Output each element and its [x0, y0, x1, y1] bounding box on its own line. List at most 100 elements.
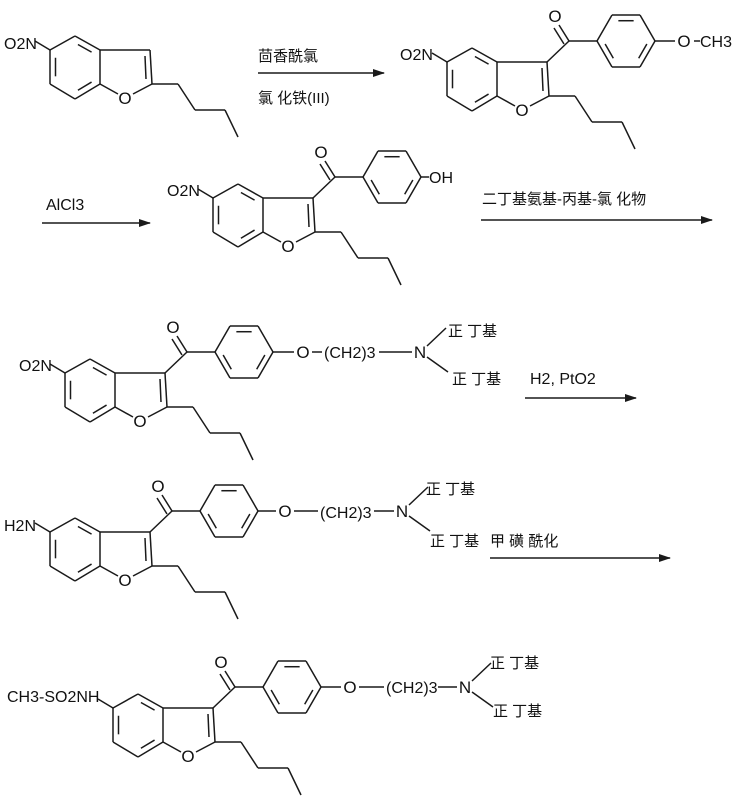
mol3-benzene-bond: [212, 231, 239, 248]
mol3-furan-bond: [295, 231, 316, 243]
mol2-benzene-bond: [446, 95, 473, 112]
mol6-benzene-bond: [112, 741, 139, 758]
mol5-carbonyl-double-bond: [161, 494, 173, 512]
mol5-amine-bond-lower: [408, 515, 431, 532]
mol2-phenyl-bond: [639, 14, 656, 42]
mol5-furan-bond: [149, 531, 153, 567]
mol4-benzene-bond: [89, 406, 116, 423]
mol5-benzene-bond: [74, 517, 101, 533]
mol6-phenyl-bond: [262, 660, 279, 688]
mol3-butyl-bond: [387, 257, 402, 286]
mol5-carbonyl-bond: [149, 510, 173, 533]
mol6-furan-bond: [195, 741, 216, 753]
mol6-butyl-lower: 正 丁基: [493, 703, 542, 720]
mol6-carbonyl-oxygen: O: [214, 653, 227, 672]
mol6-ether-oxygen: O: [343, 678, 356, 697]
mol2-benzene-double-bond: [474, 55, 489, 65]
mol6-butyl-upper: 正 丁基: [490, 655, 539, 672]
mol4-phenyl-double-bond: [222, 354, 232, 370]
mol3-carbonyl-double-bond: [319, 163, 331, 181]
mol4-butyl-bond: [192, 406, 211, 434]
mol5-butyl-bond: [177, 565, 196, 593]
mol2-phenyl-bond: [596, 14, 613, 42]
mol5-amine-nitrogen: N: [396, 502, 408, 521]
mol6-amine-nitrogen: N: [459, 678, 471, 697]
step3-reagent-above: 二丁基氨基-丙基-氯 化物: [482, 191, 646, 208]
mol4-butyl-lower: 正 丁基: [452, 371, 501, 388]
mol2-butyl-bond: [621, 121, 636, 150]
step5-reagent-above: 甲 磺 酰化: [490, 533, 558, 550]
mol3-furan-oxygen: O: [281, 237, 294, 256]
mol3-furan-bond: [262, 231, 282, 243]
mol3-benzene-double-bond: [240, 191, 255, 201]
mol5-phenyl-double-bond: [241, 513, 251, 529]
mol3-phenyl-bond: [362, 176, 379, 204]
mol3-phenyl-bond: [405, 150, 422, 178]
mol4-furan-double-bond: [159, 378, 162, 403]
mol4-benzene-bond: [64, 358, 91, 374]
mol3-phenyl-double-bond: [370, 179, 380, 195]
mol2-substituent-bond: [431, 52, 448, 63]
mol5-amine-bond-upper: [408, 486, 429, 506]
mol5-phenyl-bond: [199, 510, 216, 538]
mol6-benzene-bond: [137, 693, 164, 709]
mol6-phenyl-double-bond: [304, 689, 314, 705]
mol3-carbonyl-oxygen: O: [314, 143, 327, 162]
mol4-carbonyl-double-bond: [176, 335, 188, 353]
mol4-amine-bond-upper: [426, 327, 447, 347]
mol4-carbonyl-bond: [164, 351, 188, 374]
mol5-furan-oxygen: O: [118, 571, 131, 590]
mol4-furan-bond: [147, 406, 168, 418]
mol4-ether-oxygen: O: [296, 343, 309, 362]
mol5-amino-label: H2N: [4, 518, 36, 535]
mol1-benzene-double-bond: [77, 43, 92, 53]
mol6-benzene-double-bond: [140, 701, 155, 711]
mol5-butyl-bond: [224, 591, 239, 620]
mol4-benzene-bond: [89, 358, 116, 374]
mol6-furan-bond: [212, 707, 216, 743]
mol6-amine-bond-upper: [471, 662, 492, 682]
mol4-benzene-double-bond: [92, 404, 107, 414]
mol2-ether-oxygen: O: [677, 32, 690, 51]
mol2-carbonyl-bond: [546, 40, 570, 63]
mol5-carbonyl-double-bond: [156, 497, 168, 515]
mol5-benzene-double-bond: [77, 563, 92, 573]
mol6-furan-double-bond: [207, 713, 210, 738]
mol6-phenyl-double-bond: [270, 689, 280, 705]
mol3-phenyl-bond: [405, 176, 422, 204]
mol1-benzene-bond: [49, 35, 76, 51]
mol3-hydroxyl-label: OH: [429, 170, 453, 187]
mol4-phenyl-bond: [214, 325, 231, 353]
mol6-phenyl-bond: [305, 686, 322, 714]
mol4-phenyl-double-bond: [256, 354, 266, 370]
mol2-phenyl-double-bond: [604, 43, 614, 59]
mol2-carbonyl-double-bond: [553, 27, 565, 45]
mol4-benzene-double-bond: [92, 366, 107, 376]
mol3-benzene-bond: [237, 231, 264, 248]
mol5-phenyl-bond: [242, 484, 259, 512]
mol2-furan-bond: [529, 95, 550, 107]
mol4-phenyl-bond: [214, 351, 231, 379]
mol3-phenyl-double-bond: [404, 179, 414, 195]
mol2-benzene-double-bond: [474, 93, 489, 103]
mol4-butyl-upper: 正 丁基: [448, 323, 497, 340]
mol2-methyl-label: CH3: [700, 34, 732, 51]
mol2-phenyl-double-bond: [638, 43, 648, 59]
mol4-furan-bond: [114, 406, 134, 418]
mol5-benzene-bond: [49, 565, 76, 582]
mol3-butyl-bond: [340, 231, 359, 259]
mol6-benzene-bond: [137, 741, 164, 758]
mol1-benzene-bond: [74, 35, 101, 51]
mol5-butyl-lower: 正 丁基: [430, 533, 479, 550]
mol3-benzene-bond: [212, 183, 239, 199]
mol2-phenyl-bond: [639, 40, 656, 68]
mol4-chain-label: (CH2)3: [324, 345, 376, 362]
mol1-furan-oxygen: O: [118, 89, 131, 108]
mol4-substituent-bond: [49, 363, 66, 374]
mol1-benzene-double-bond: [77, 81, 92, 91]
step2-reagent-above: AlCl3: [46, 197, 84, 214]
mol5-phenyl-bond: [199, 484, 216, 512]
mol4-benzene-bond: [64, 406, 91, 423]
